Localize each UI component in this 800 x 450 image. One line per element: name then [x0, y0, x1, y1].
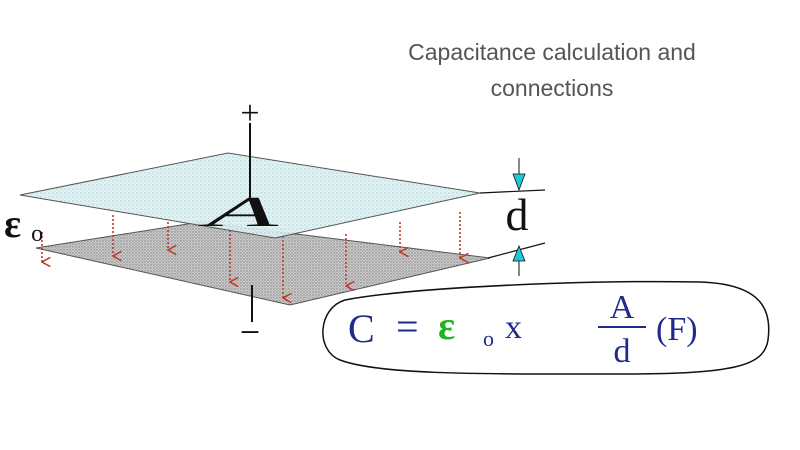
page-title: Capacitance calculation and connections — [352, 34, 752, 106]
formula-times: x — [505, 309, 522, 346]
separation-line-top — [479, 189, 546, 194]
epsilon-symbol: ε — [4, 201, 21, 246]
formula-epsilon-subscript: o — [483, 326, 494, 351]
formula-equals: = — [396, 304, 419, 349]
distance-label: d — [506, 189, 529, 240]
capacitance-formula: C = ε o x A d (F) — [348, 289, 698, 370]
plus-sign: + — [240, 95, 259, 132]
epsilon-label: ε o — [4, 201, 43, 247]
formula-bubble — [322, 280, 770, 375]
separation-line-bottom — [487, 242, 546, 259]
formula-denominator: d — [614, 333, 631, 370]
formula-numerator: A — [610, 289, 635, 326]
electric-field-arrows — [42, 212, 460, 298]
minus-sign: − — [240, 312, 260, 352]
formula-unit: (F) — [656, 311, 698, 348]
epsilon-subscript: o — [31, 221, 43, 247]
gap-arrow-top — [512, 173, 526, 192]
title-line-1: Capacitance calculation and — [408, 39, 696, 65]
formula-epsilon: ε — [438, 303, 455, 348]
formula-lhs: C — [348, 306, 375, 351]
title-line-2: connections — [490, 75, 614, 101]
formula-epsilon-symbol: ε — [438, 303, 455, 348]
